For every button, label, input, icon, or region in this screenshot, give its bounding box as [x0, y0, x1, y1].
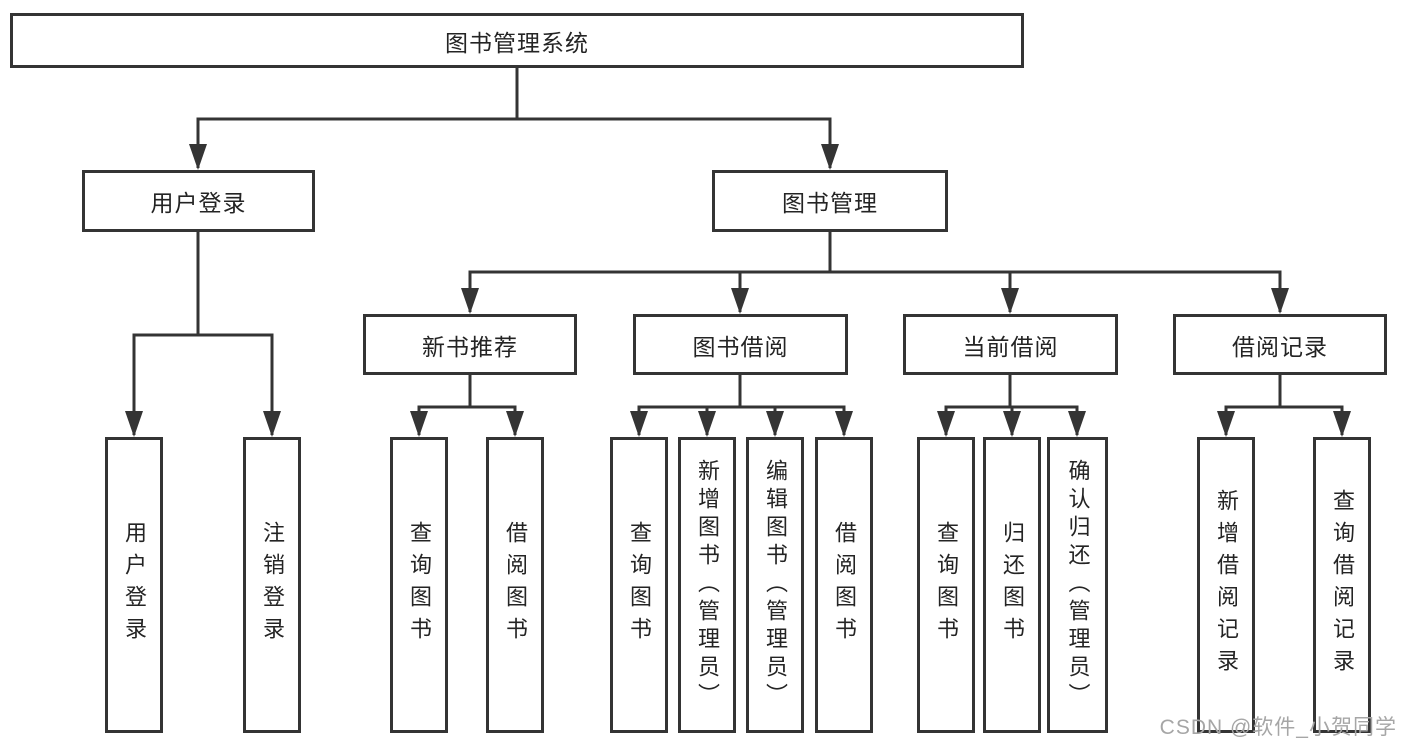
node-book-borrow: 图书借阅: [633, 314, 848, 375]
leaf-logout-label: 注销登录: [260, 521, 285, 649]
leaf-logout: 注销登录: [243, 437, 301, 733]
node-borrow-records-label: 借阅记录: [1232, 333, 1328, 360]
node-new-book-recommend-label: 新书推荐: [422, 333, 518, 360]
leaf-confirm-return-admin: 确认归还（管理员）: [1047, 437, 1108, 733]
node-root-label: 图书管理系统: [445, 29, 589, 56]
leaf-borrow-books-recommend: 借阅图书: [486, 437, 544, 733]
leaf-query-books-borrow-label: 查询图书: [627, 521, 652, 649]
leaf-add-books-admin: 新增图书（管理员）: [678, 437, 736, 733]
node-new-book-recommend: 新书推荐: [363, 314, 577, 375]
leaf-query-books-recommend: 查询图书: [390, 437, 448, 733]
leaf-query-books-recommend-label: 查询图书: [407, 521, 432, 649]
node-book-borrow-label: 图书借阅: [692, 333, 789, 360]
leaf-user-login-label: 用户登录: [122, 521, 147, 649]
leaf-add-borrow-record: 新增借阅记录: [1197, 437, 1255, 733]
leaf-query-borrow-record: 查询借阅记录: [1313, 437, 1371, 733]
leaf-confirm-return-admin-label: 确认归还（管理员）: [1065, 459, 1091, 711]
node-book-management-label: 图书管理: [782, 190, 878, 216]
leaf-query-books-borrow: 查询图书: [610, 437, 668, 733]
leaf-query-books-current-label: 查询图书: [934, 521, 959, 649]
leaf-borrow-books-recommend-label: 借阅图书: [503, 521, 528, 649]
node-current-borrow: 当前借阅: [903, 314, 1118, 375]
leaf-query-borrow-record-label: 查询借阅记录: [1330, 489, 1355, 681]
leaf-borrow-books-label: 借阅图书: [832, 521, 857, 649]
node-borrow-records: 借阅记录: [1173, 314, 1387, 375]
leaf-user-login: 用户登录: [105, 437, 163, 733]
leaf-query-books-current: 查询图书: [917, 437, 975, 733]
node-user-login-label: 用户登录: [150, 190, 247, 216]
node-book-management: 图书管理: [712, 170, 948, 232]
leaf-return-books: 归还图书: [983, 437, 1041, 733]
node-current-borrow-label: 当前借阅: [962, 333, 1059, 360]
leaf-borrow-books: 借阅图书: [815, 437, 873, 733]
leaf-add-books-admin-label: 新增图书（管理员）: [695, 459, 720, 711]
node-user-login: 用户登录: [82, 170, 315, 232]
leaf-return-books-label: 归还图书: [1000, 521, 1025, 649]
leaf-edit-books-admin-label: 编辑图书（管理员）: [763, 459, 788, 711]
leaf-edit-books-admin: 编辑图书（管理员）: [746, 437, 804, 733]
leaf-add-borrow-record-label: 新增借阅记录: [1214, 489, 1239, 681]
node-root: 图书管理系统: [10, 13, 1024, 68]
